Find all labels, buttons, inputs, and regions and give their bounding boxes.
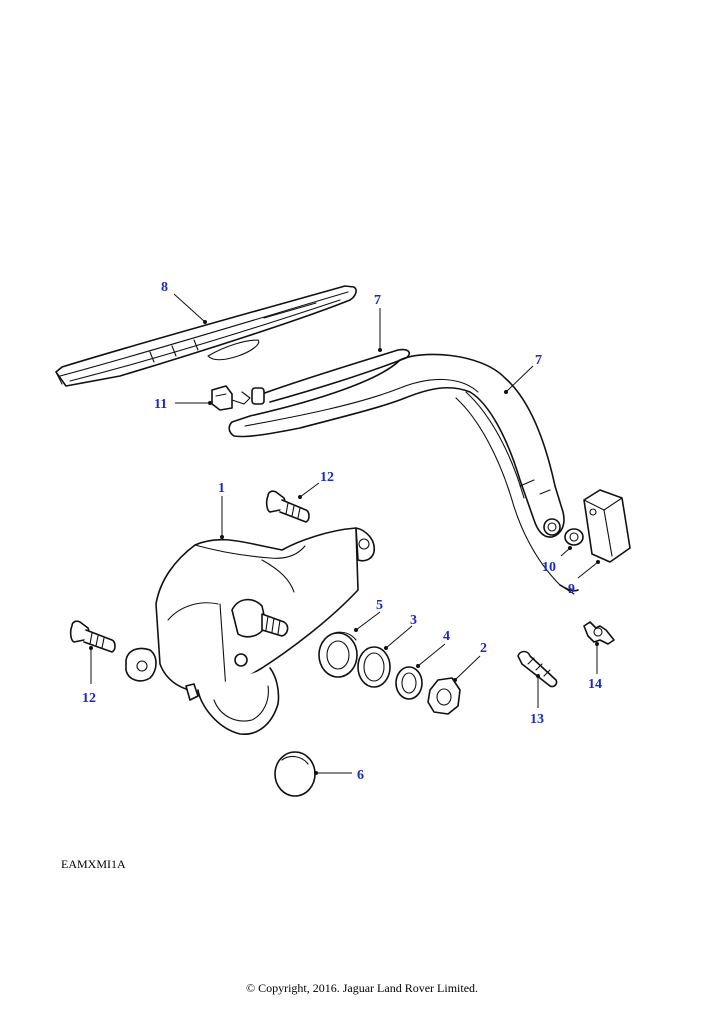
callout-5: 5	[376, 598, 383, 613]
callout-1: 1	[218, 481, 225, 496]
callout-11: 11	[154, 397, 167, 412]
arm-cover-part[interactable]	[583, 489, 631, 563]
callout-12-lower: 12	[82, 691, 96, 706]
diagram-reference-code: EAMXMI1A	[61, 857, 126, 871]
callout-14: 14	[588, 677, 602, 692]
copyright-notice: © Copyright, 2016. Jaguar Land Rover Lim…	[245, 981, 479, 995]
wiper-arm-part[interactable]	[228, 348, 579, 595]
callout-4: 4	[443, 629, 450, 644]
arm-nut-part[interactable]	[564, 528, 584, 546]
cap-part[interactable]	[274, 751, 316, 797]
callout-6: 6	[357, 768, 364, 783]
callout-3: 3	[410, 613, 417, 628]
washer-jet-part[interactable]	[517, 650, 558, 688]
spacer-part[interactable]	[395, 666, 423, 700]
wiper-motor-part[interactable]	[125, 527, 376, 735]
leader-lines	[89, 293, 600, 775]
clip-part[interactable]	[211, 385, 251, 411]
callout-labels: 8 7 7 11 12 1 10 9 5 3 4 2 12 14 13 6	[82, 280, 602, 783]
callout-2: 2	[480, 641, 487, 656]
spindle-nut-part[interactable]	[427, 677, 461, 715]
callout-9: 9	[568, 582, 575, 597]
wiper-blade-part[interactable]	[55, 285, 357, 387]
callout-10: 10	[542, 560, 556, 575]
callout-7-hose: 7	[374, 293, 381, 308]
callout-12-upper: 12	[320, 470, 334, 485]
grommet-part[interactable]	[318, 631, 358, 678]
bolt-upper-part[interactable]	[265, 490, 310, 523]
check-valve-part[interactable]	[583, 621, 615, 645]
bolt-lower-part[interactable]	[69, 620, 116, 653]
callout-8: 8	[161, 280, 168, 295]
callout-7-arm: 7	[535, 353, 542, 368]
callout-13: 13	[530, 712, 544, 727]
washer-part[interactable]	[357, 646, 391, 688]
